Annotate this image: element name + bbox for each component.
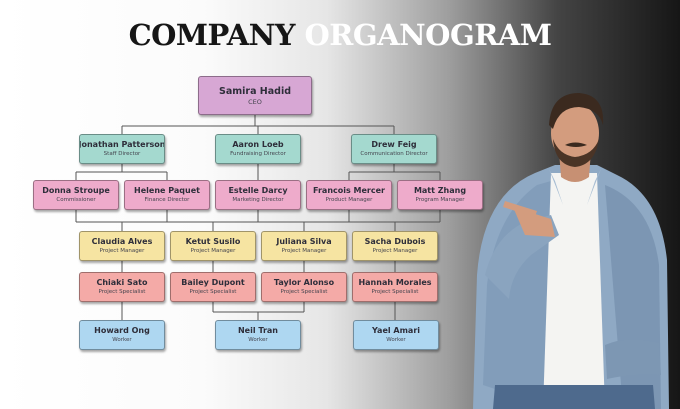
node-staff: Matt Zhang Program Manager xyxy=(397,180,483,210)
node-name: Yael Amari xyxy=(371,326,421,335)
node-specialist: Bailey Dupont Project Specialist xyxy=(170,272,256,302)
node-name: Ketut Susilo xyxy=(185,237,241,246)
node-role: Project Manager xyxy=(190,248,236,254)
node-role: Fundraising Director xyxy=(230,151,286,157)
node-staff: Estelle Darcy Marketing Director xyxy=(215,180,301,210)
node-role: Worker xyxy=(386,337,406,343)
node-role: Project Specialist xyxy=(189,289,237,295)
node-director: Drew Feig Communication Director xyxy=(351,134,437,164)
node-name: Neil Tran xyxy=(237,326,278,335)
node-name: Bailey Dupont xyxy=(181,278,245,287)
node-role: Project Manager xyxy=(99,248,145,254)
node-specialist: Hannah Morales Project Specialist xyxy=(352,272,438,302)
node-worker: Yael Amari Worker xyxy=(353,320,439,350)
node-name: Juliana Silva xyxy=(276,237,332,246)
node-role: Program Manager xyxy=(415,197,465,203)
node-name: Matt Zhang xyxy=(413,186,467,195)
node-staff: Helene Paquet Finance Director xyxy=(124,180,210,210)
node-name: Helene Paquet xyxy=(134,186,200,195)
node-name: Drew Feig xyxy=(371,140,417,149)
node-ceo: Samira Hadid CEO xyxy=(198,76,312,115)
node-specialist: Taylor Alonso Project Specialist xyxy=(261,272,347,302)
node-name: Jonathan Patterson xyxy=(79,140,165,149)
node-worker: Howard Ong Worker xyxy=(79,320,165,350)
page-title: COMPANY ORGANOGRAM xyxy=(0,18,680,52)
node-role: Staff Director xyxy=(103,151,141,157)
node-role: CEO xyxy=(248,97,262,106)
node-name: Hannah Morales xyxy=(358,278,432,287)
node-role: Commissioner xyxy=(56,197,96,203)
node-director: Jonathan Patterson Staff Director xyxy=(79,134,165,164)
node-name: Howard Ong xyxy=(94,326,150,335)
node-project-manager: Ketut Susilo Project Manager xyxy=(170,231,256,261)
node-staff: Donna Stroupe Commissioner xyxy=(33,180,119,210)
node-staff: Francois Mercer Product Manager xyxy=(306,180,392,210)
node-role: Project Specialist xyxy=(371,289,419,295)
node-role: Project Specialist xyxy=(280,289,328,295)
node-name: Sacha Dubois xyxy=(364,237,426,246)
node-role: Worker xyxy=(112,337,132,343)
node-project-manager: Sacha Dubois Project Manager xyxy=(352,231,438,261)
node-role: Project Manager xyxy=(372,248,418,254)
node-director: Aaron Loeb Fundraising Director xyxy=(215,134,301,164)
node-role: Communication Director xyxy=(360,151,428,157)
node-role: Finance Director xyxy=(144,197,190,203)
node-project-manager: Claudia Alves Project Manager xyxy=(79,231,165,261)
title-part-organogram: ORGANOGRAM xyxy=(304,18,552,52)
node-name: Samira Hadid xyxy=(218,85,292,97)
node-project-manager: Juliana Silva Project Manager xyxy=(261,231,347,261)
node-name: Donna Stroupe xyxy=(42,186,110,195)
node-role: Project Manager xyxy=(281,248,327,254)
node-name: Estelle Darcy xyxy=(228,186,288,195)
node-role: Project Specialist xyxy=(98,289,146,295)
node-name: Aaron Loeb xyxy=(232,140,284,149)
node-name: Claudia Alves xyxy=(91,237,153,246)
node-role: Product Manager xyxy=(325,197,373,203)
title-part-company: COMPANY xyxy=(128,18,296,52)
node-role: Worker xyxy=(248,337,268,343)
node-role: Marketing Director xyxy=(232,197,284,203)
node-name: Chiaki Sato xyxy=(96,278,148,287)
presenter-photo xyxy=(473,93,669,409)
node-worker: Neil Tran Worker xyxy=(215,320,301,350)
node-specialist: Chiaki Sato Project Specialist xyxy=(79,272,165,302)
node-name: Taylor Alonso xyxy=(273,278,335,287)
node-name: Francois Mercer xyxy=(313,186,385,195)
